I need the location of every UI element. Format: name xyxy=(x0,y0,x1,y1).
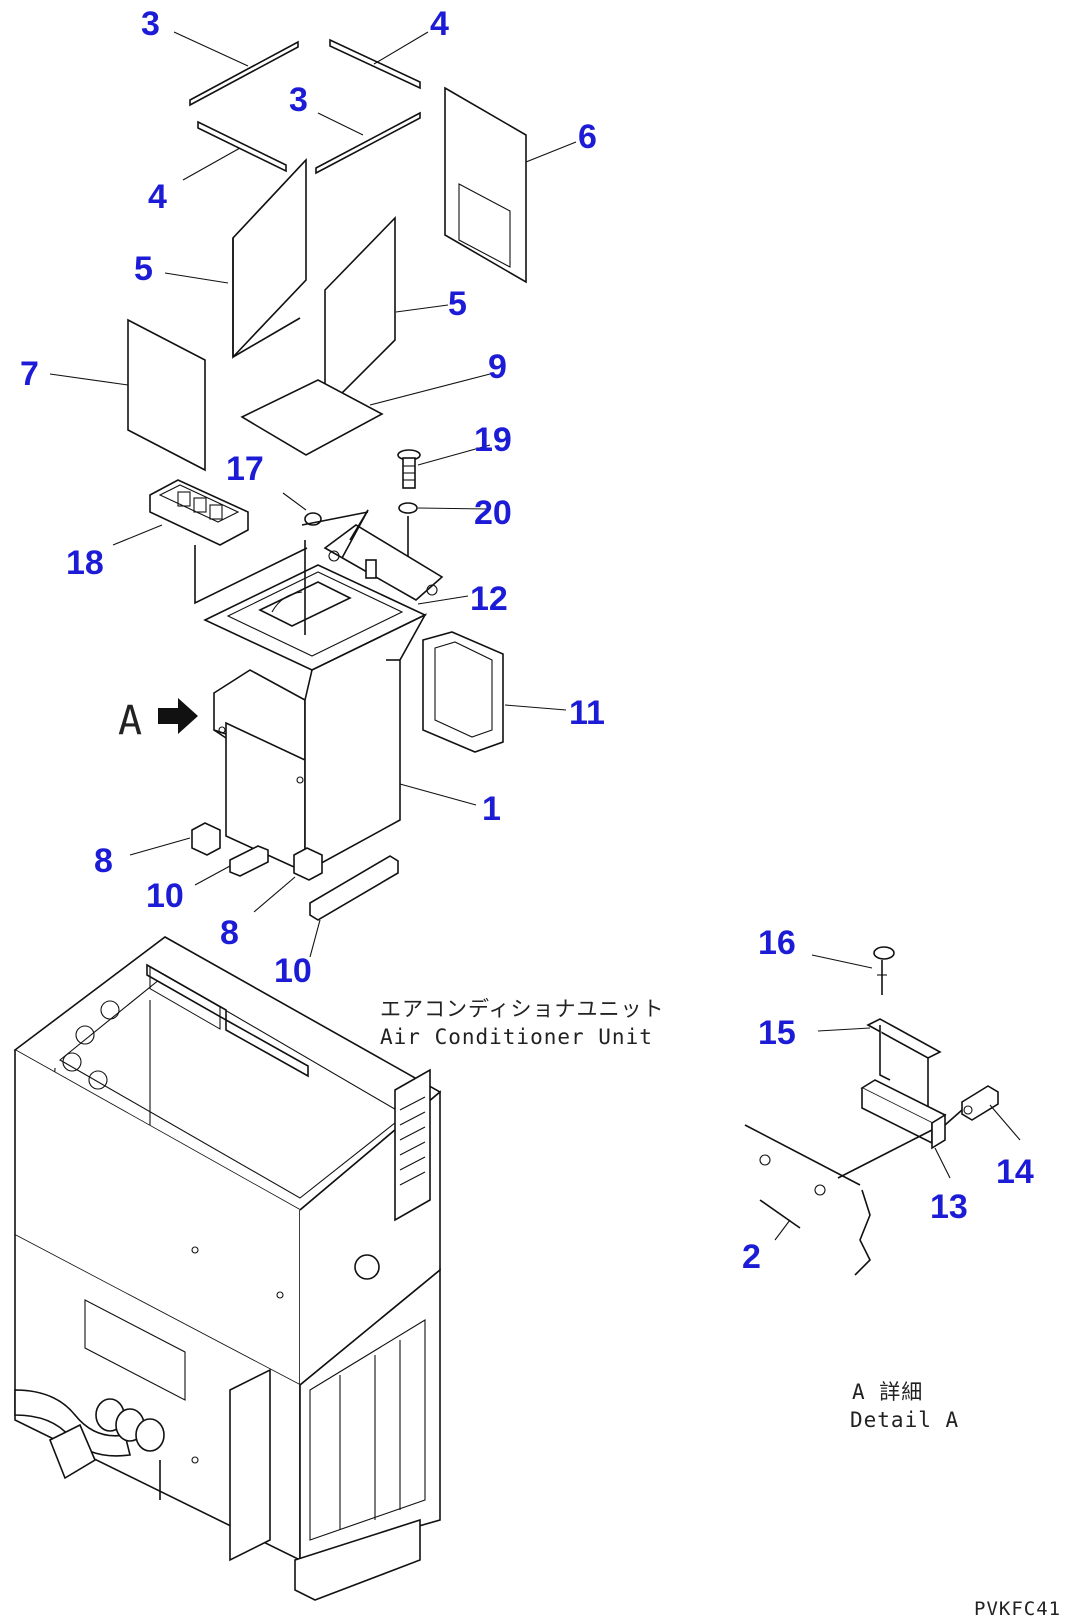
grille-part-11 xyxy=(422,631,504,753)
callout-15: 15 xyxy=(758,1014,796,1052)
callout-4: 4 xyxy=(148,178,167,216)
callout-5: 5 xyxy=(134,250,153,288)
callout-2: 2 xyxy=(742,1238,761,1276)
callout-18: 18 xyxy=(66,544,104,582)
callout-1: 1 xyxy=(482,790,501,828)
callout-16: 16 xyxy=(758,924,796,962)
sensor-part-14 xyxy=(944,1085,999,1126)
plate-part-9 xyxy=(240,379,384,456)
panel-part-6 xyxy=(444,86,527,284)
callout-14: 14 xyxy=(996,1153,1034,1191)
callout-8: 8 xyxy=(94,842,113,880)
pad-part-8-left xyxy=(191,822,221,856)
bracket-part-13 xyxy=(860,1079,947,1150)
detail-caption-jp: A 詳細 xyxy=(852,1380,923,1404)
drawing-code: PVKFC41 xyxy=(974,1598,1061,1620)
bracket-part-15 xyxy=(866,1018,942,1110)
pad-part-10-right xyxy=(309,855,399,921)
unit-caption-en: Air Conditioner Unit xyxy=(380,1025,653,1049)
view-marker-a: A xyxy=(118,698,198,744)
detail-caption: A 詳細 Detail A xyxy=(850,1380,959,1432)
strip-part-4-lower xyxy=(197,120,287,173)
screw-part-16 xyxy=(873,946,895,995)
side-vent xyxy=(394,1068,431,1222)
strip-part-3-lower xyxy=(315,111,421,175)
callout-13: 13 xyxy=(930,1188,968,1226)
callout-19: 19 xyxy=(474,421,512,459)
callout-8: 8 xyxy=(220,914,239,952)
callout-10: 10 xyxy=(274,952,312,990)
callout-12: 12 xyxy=(470,580,508,618)
callout-labels: 3 4 3 4 6 5 5 7 9 19 17 20 18 12 11 1 8 … xyxy=(20,5,1034,1276)
leader-lines xyxy=(49,31,1021,1241)
pad-part-8-right xyxy=(293,847,323,881)
callout-3: 3 xyxy=(141,5,160,43)
callout-7: 7 xyxy=(20,355,39,393)
unit-caption: エアコンディショナユニット Air Conditioner Unit xyxy=(380,997,665,1049)
callout-11: 11 xyxy=(569,694,605,732)
panel-part-5-right xyxy=(324,216,396,412)
console-body xyxy=(13,936,442,1601)
callout-10: 10 xyxy=(146,877,184,915)
view-marker-letter: A xyxy=(118,698,143,744)
bracket-part-12 xyxy=(301,509,444,601)
guide-lines xyxy=(194,540,308,635)
pad-part-10-left xyxy=(229,845,269,877)
bolt-part-19 xyxy=(397,449,421,489)
detail-a-view xyxy=(744,946,999,1276)
lower-grille xyxy=(309,1319,426,1541)
callout-17: 17 xyxy=(226,450,264,488)
housing-part-2 xyxy=(744,1124,933,1276)
callout-6: 6 xyxy=(578,118,597,156)
callout-5: 5 xyxy=(448,285,467,323)
strip-part-3-upper xyxy=(189,40,299,107)
hose-assembly xyxy=(14,1389,165,1500)
switch-part-18 xyxy=(149,479,249,546)
detail-caption-en: Detail A xyxy=(850,1408,959,1432)
unit-caption-jp: エアコンディショナユニット xyxy=(380,997,665,1021)
callout-4: 4 xyxy=(430,5,449,43)
air-conditioner-unit-part-1 xyxy=(203,564,427,874)
callout-9: 9 xyxy=(488,348,507,386)
panel-part-5-left xyxy=(232,157,307,360)
callout-20: 20 xyxy=(474,494,512,532)
gauge-cluster xyxy=(62,1000,120,1090)
callout-3: 3 xyxy=(289,81,308,119)
panel-part-7 xyxy=(127,318,206,472)
